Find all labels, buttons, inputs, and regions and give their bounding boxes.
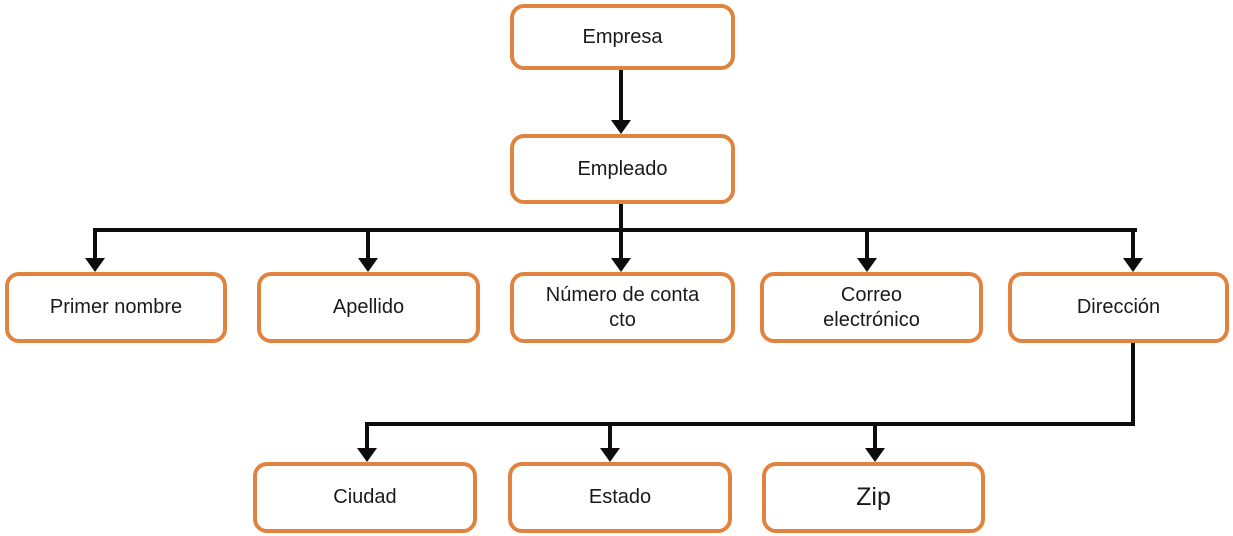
node-numero-contacto: Número de conta cto [510,272,735,343]
arrowhead-numero-contacto [611,258,631,272]
node-primer-nombre: Primer nombre [5,272,227,343]
arrowhead-ciudad [357,448,377,462]
connector-drop-ciudad [365,424,369,448]
connector-direccion-stem [1131,343,1135,426]
node-apellido: Apellido [257,272,480,343]
connector-rail-level3 [93,228,1137,232]
arrowhead-direccion [1123,258,1143,272]
node-ciudad: Ciudad [253,462,477,533]
node-zip: Zip [762,462,985,533]
connector-drop-apellido [366,230,370,258]
node-empleado: Empleado [510,134,735,204]
arrowhead-apellido [358,258,378,272]
arrowhead-correo [857,258,877,272]
connector-drop-zip [873,424,877,448]
connector-rail-level4 [365,422,1135,426]
arrowhead-zip [865,448,885,462]
connector-drop-estado [608,424,612,448]
node-empresa: Empresa [510,4,735,70]
arrowhead-estado [600,448,620,462]
connector-drop-direccion [1131,230,1135,258]
connector-drop-correo [865,230,869,258]
node-estado: Estado [508,462,732,533]
arrowhead-primer-nombre [85,258,105,272]
connector-empresa-empleado [619,70,623,120]
connector-drop-primer-nombre [93,230,97,258]
node-direccion: Dirección [1008,272,1229,343]
node-correo-electronico: Correo electrónico [760,272,983,343]
arrowhead-empleado [611,120,631,134]
